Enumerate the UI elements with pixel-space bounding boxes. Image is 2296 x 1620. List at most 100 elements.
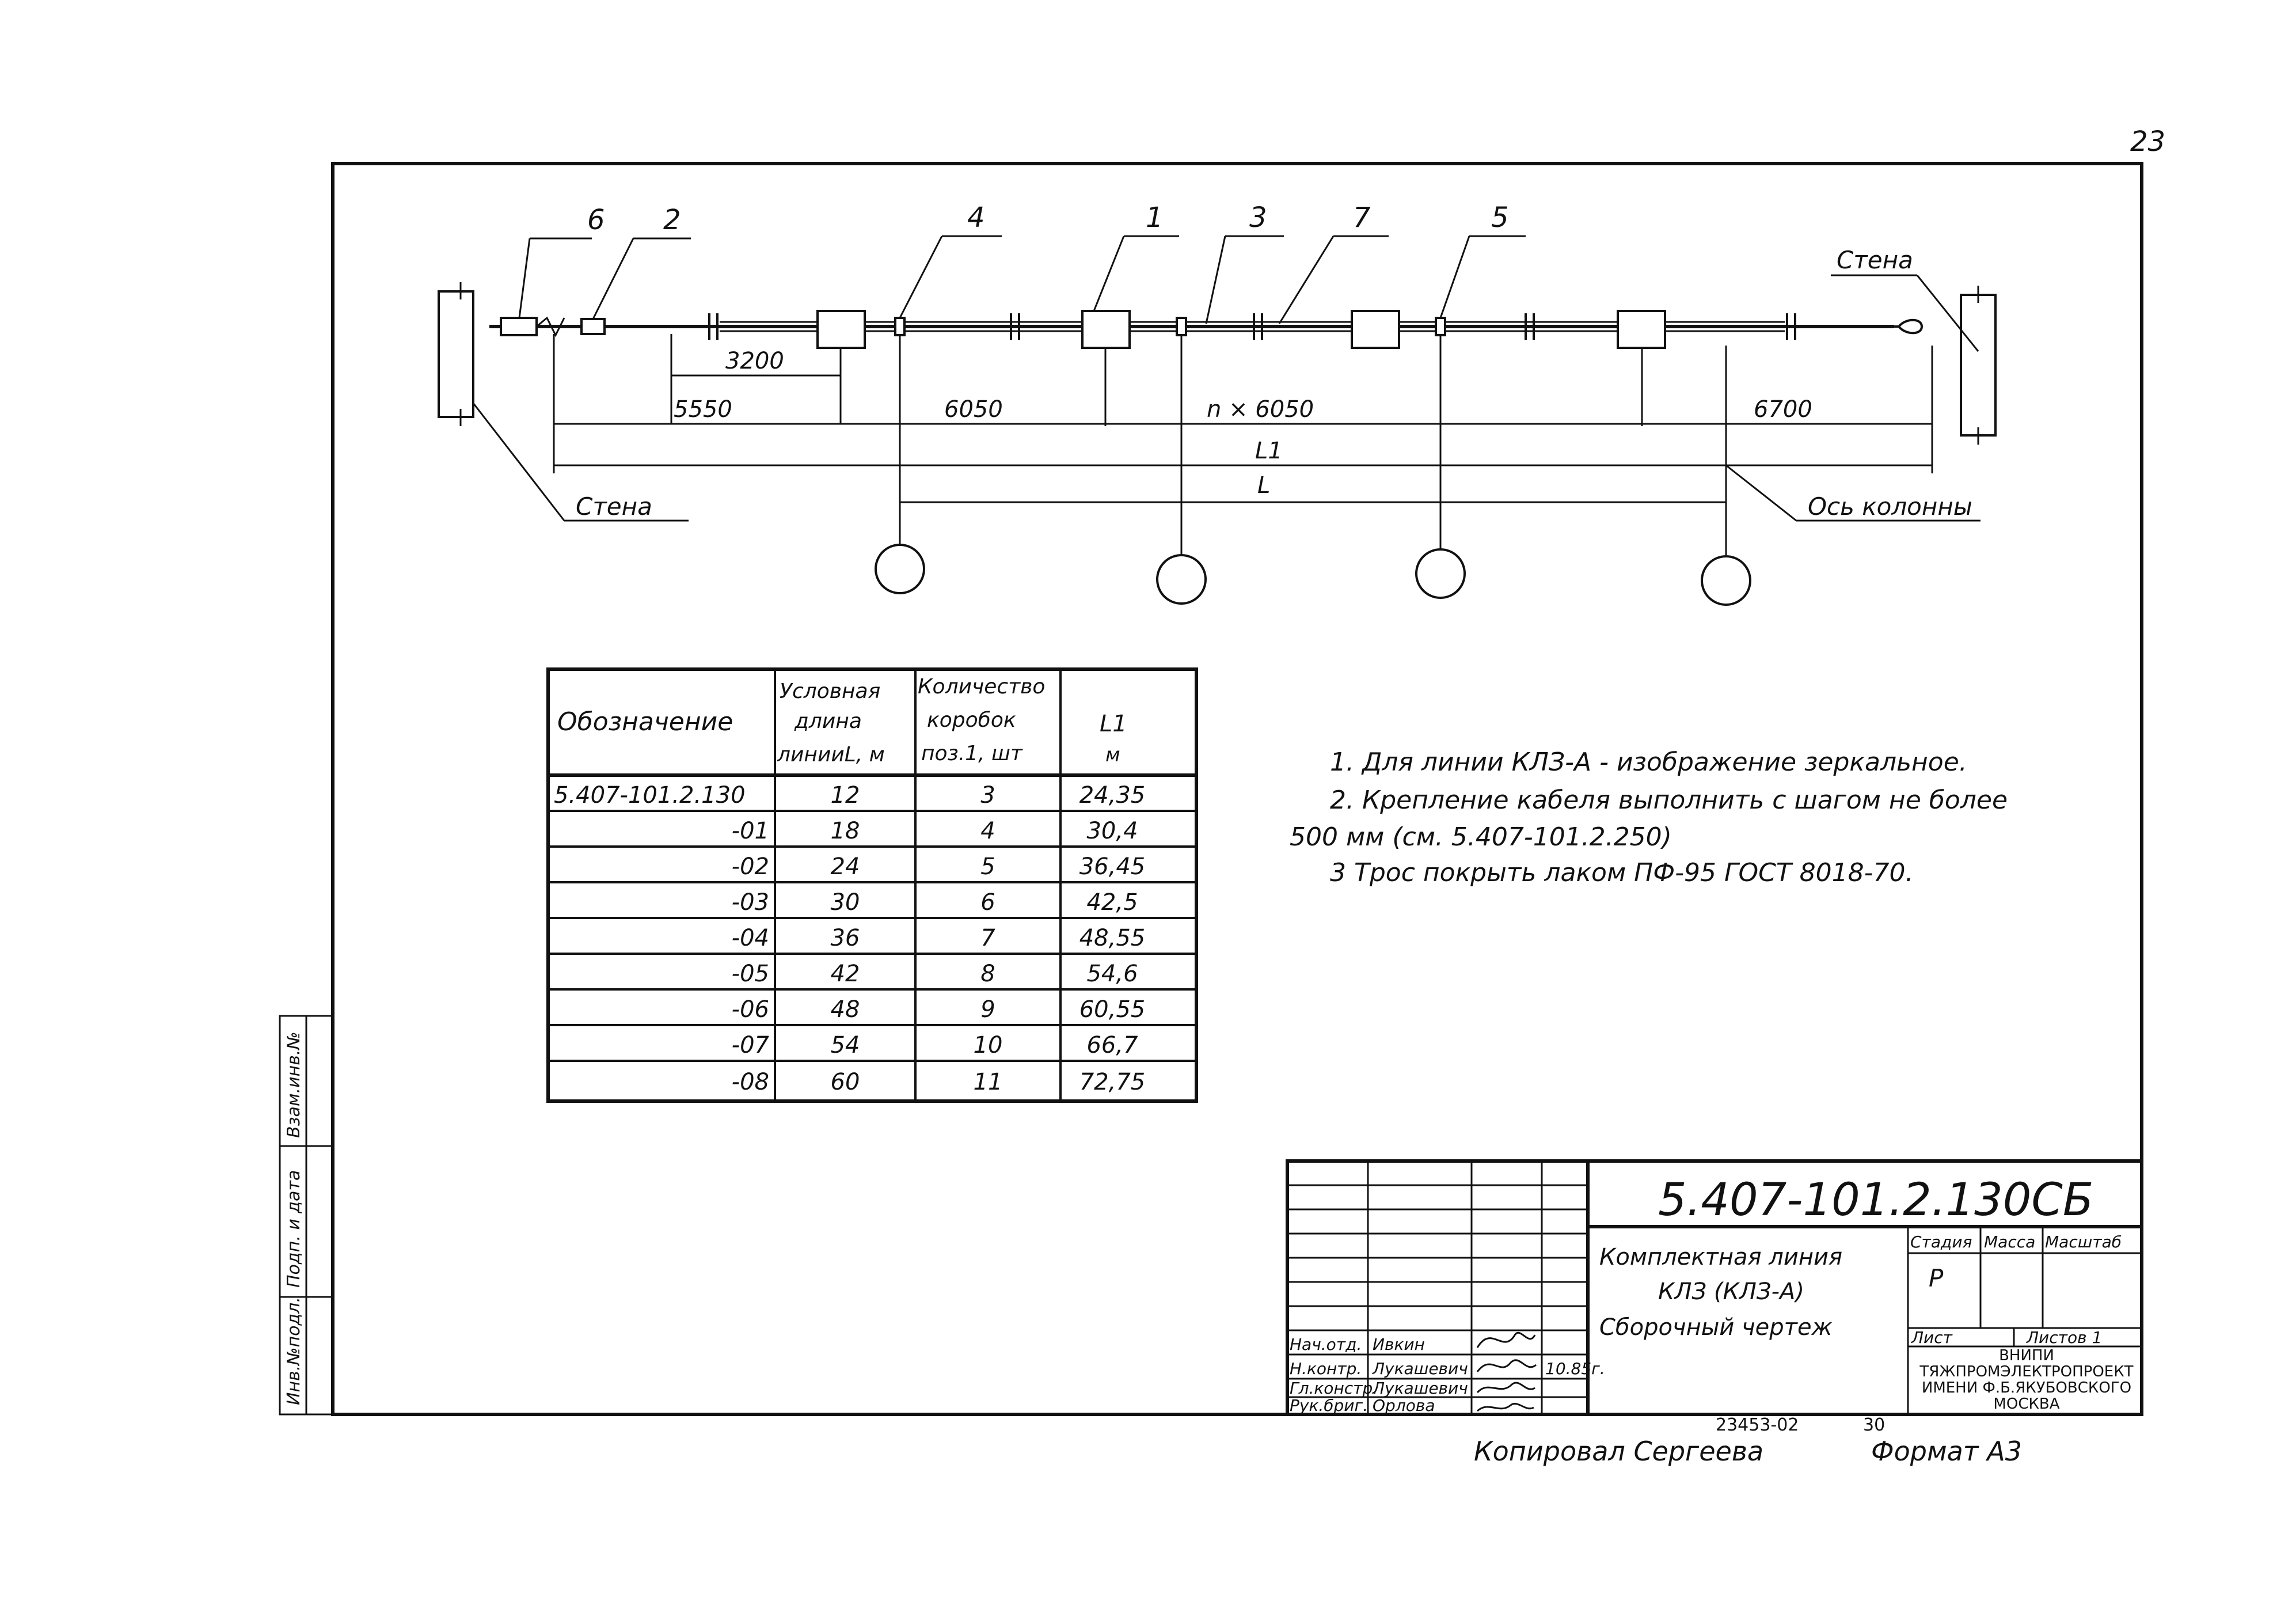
header-length: длина <box>794 710 862 733</box>
table-cell: 5.407-101.2.130 <box>554 782 746 809</box>
table-cell: 5 <box>980 853 995 880</box>
cable-clamp <box>580 318 606 335</box>
stamp-replace: Взам.инв.№ <box>284 1031 304 1138</box>
table-cell: 4 <box>980 818 995 844</box>
header-length: Условная <box>780 680 880 703</box>
table-cell: 36,45 <box>1079 853 1146 880</box>
variants-table: Обозначение Условная длина линииL, м Кол… <box>546 667 1198 1103</box>
sign-date: 10.85г. <box>1545 1359 1605 1378</box>
header-boxes: коробок <box>927 708 1016 732</box>
table-cell: 11 <box>974 1069 1003 1095</box>
role-norm: Н.контр. <box>1290 1359 1362 1378</box>
sheets-label: Листов 1 <box>2026 1328 2102 1347</box>
header-boxes: Количество <box>918 675 1045 699</box>
column-axis-circle <box>1415 548 1466 599</box>
scale-label: Масштаб <box>2045 1232 2122 1251</box>
junction-box-2 <box>1081 310 1131 349</box>
column-axis-label: Ось колонны <box>1808 492 1972 521</box>
callout-2: 2 <box>663 204 681 236</box>
dim-5550: 5550 <box>674 396 732 423</box>
assembly-drawing: 6 2 4 1 3 7 5 Стена Стена 3200 <box>438 202 1997 606</box>
table-cell: -07 <box>732 1032 770 1058</box>
dim-L1: L1 <box>1255 438 1283 464</box>
dim-6700: 6700 <box>1754 396 1812 423</box>
column-axis-circle <box>1156 554 1207 605</box>
table-cell: 10 <box>974 1032 1003 1058</box>
right-wall-label: Стена <box>1837 246 1913 274</box>
tensioner <box>500 317 538 336</box>
table-cell: 24,35 <box>1079 782 1146 809</box>
sheet-label: Лист <box>1911 1328 1953 1347</box>
table-cell: 60,55 <box>1079 996 1146 1023</box>
table-cell: 30 <box>831 889 860 916</box>
junction-box-1 <box>816 310 866 349</box>
org-line: ТЯЖПРОМЭЛЕКТРОПРОЕКТ <box>1919 1363 2133 1380</box>
suspension-2 <box>1176 317 1187 336</box>
header-L1: L1 <box>1100 711 1127 737</box>
table-cell: 8 <box>980 961 995 987</box>
stamp-inv: Инв.№подл. <box>284 1297 304 1405</box>
table-cell: -03 <box>732 889 769 916</box>
table-cell: 12 <box>831 782 860 809</box>
header-L1-unit: м <box>1105 743 1120 767</box>
role-head: Нач.отд. <box>1290 1335 1362 1354</box>
callout-3: 3 <box>1249 202 1267 234</box>
table-cell: -01 <box>732 818 769 844</box>
name-chief: Лукашевич <box>1372 1379 1468 1398</box>
table-cell: 72,75 <box>1079 1069 1146 1095</box>
footer-page: 30 <box>1863 1415 1885 1435</box>
org-line: ВНИПИ <box>1999 1347 2054 1364</box>
order-number: 23453-02 <box>1716 1415 1799 1435</box>
end-eye <box>1883 318 1924 335</box>
left-wall-label: Стена <box>576 492 652 521</box>
mass-label: Масса <box>1984 1232 2035 1251</box>
note-line: 3 Трос покрыть лаком ПФ-95 ГОСТ 8018-70. <box>1330 858 1914 887</box>
side-stamp: Инв.№подл. Подп. и дата Взам.инв.№ <box>279 1015 334 1416</box>
table-cell: 54,6 <box>1086 961 1138 987</box>
footer: 23453-02 30 Копировал Сергеева Формат А3 <box>1474 1415 2022 1467</box>
table-cell: 54 <box>831 1032 860 1058</box>
table-cell: 7 <box>980 925 995 951</box>
signature <box>1476 1359 1537 1372</box>
left-wall <box>438 290 474 418</box>
dim-n-6050: n × 6050 <box>1207 396 1314 423</box>
org-line: ИМЕНИ Ф.Б.ЯКУБОВСКОГО <box>1922 1379 2131 1397</box>
callout-1: 1 <box>1146 202 1164 234</box>
table-cell: 3 <box>980 782 995 809</box>
table-cell: 66,7 <box>1086 1032 1138 1058</box>
table-cell: -02 <box>732 853 769 880</box>
callout-4: 4 <box>967 202 985 234</box>
title-line: Комплектная линия <box>1599 1244 1842 1270</box>
table-cell: -04 <box>732 925 769 951</box>
table-cell: 42 <box>831 961 860 987</box>
table-cell: 60 <box>831 1069 860 1095</box>
stage-value: Р <box>1929 1264 1944 1292</box>
header-length: линииL, м <box>777 743 885 767</box>
table-cell: 18 <box>831 818 860 844</box>
suspension-3 <box>1435 317 1446 336</box>
signature <box>1476 1382 1535 1394</box>
table-cell: -08 <box>732 1069 769 1095</box>
drawing-code: 5.407-101.2.130СБ <box>1658 1174 2093 1226</box>
role-lead: Рук.бриг. <box>1290 1396 1368 1415</box>
format: Формат А3 <box>1871 1436 2022 1467</box>
copied-by: Копировал Сергеева <box>1474 1436 1763 1467</box>
table-cell: 24 <box>831 853 860 880</box>
dim-3200: 3200 <box>725 348 784 374</box>
callout-5: 5 <box>1491 202 1509 234</box>
title-line: Сборочный чертеж <box>1599 1314 1833 1341</box>
role-chief: Гл.констр. <box>1290 1379 1378 1398</box>
name-norm: Лукашевич <box>1372 1359 1468 1378</box>
dim-L: L <box>1257 472 1270 499</box>
header-designation: Обозначение <box>557 707 733 737</box>
junction-box-4 <box>1617 310 1666 349</box>
title-line: КЛЗ (КЛЗ-А) <box>1658 1278 1804 1305</box>
table-cell: -05 <box>732 961 769 987</box>
stage-label: Стадия <box>1910 1232 1972 1251</box>
org-line: МОСКВА <box>1993 1395 2059 1413</box>
junction-box-3 <box>1351 310 1400 349</box>
stamp-sign: Подп. и дата <box>284 1170 304 1288</box>
table-cell: 48 <box>831 996 860 1023</box>
callout-6: 6 <box>587 204 605 236</box>
table-cell: 9 <box>980 996 995 1023</box>
